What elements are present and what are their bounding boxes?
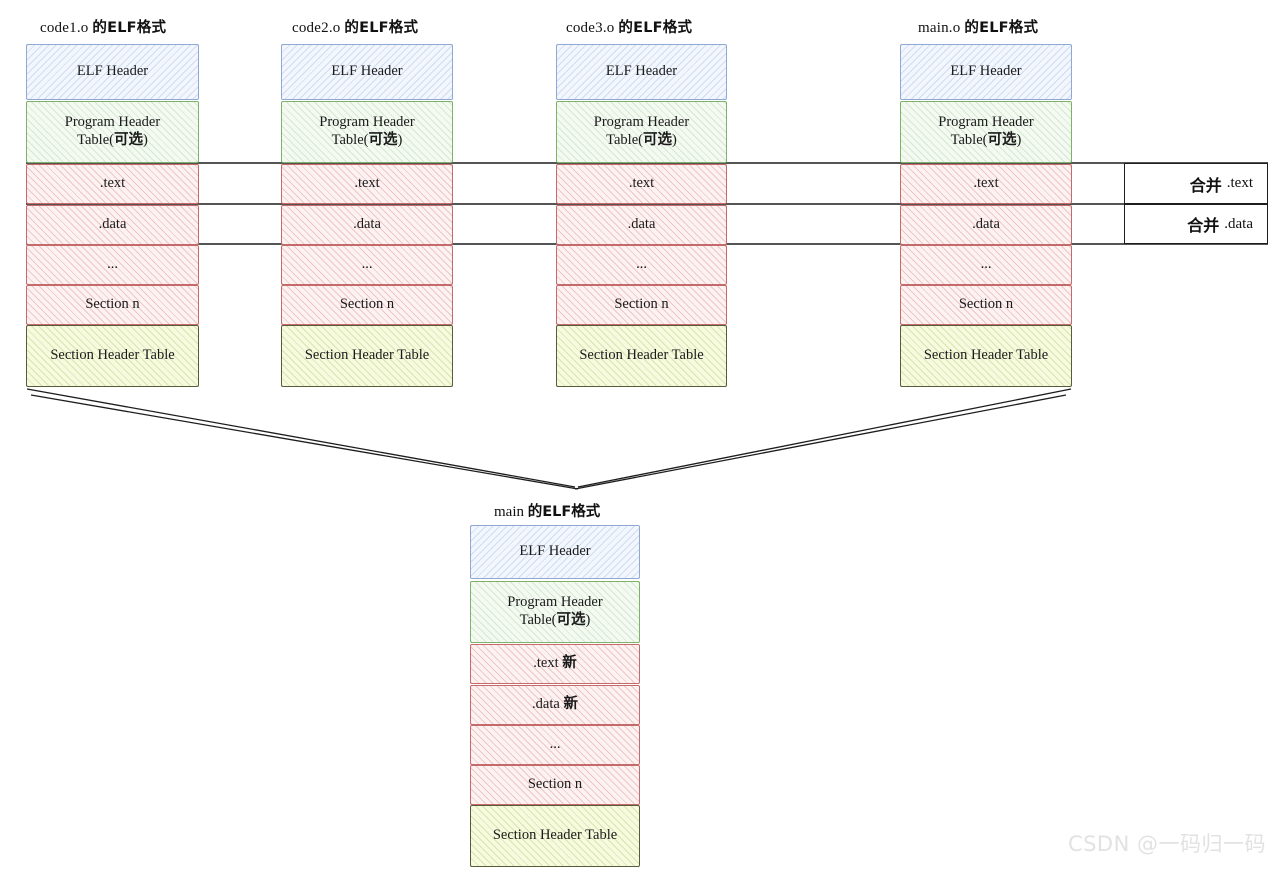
column-title-name: code2.o — [292, 20, 341, 36]
column-title-suffix: 的ELF格式 — [344, 20, 419, 36]
result-title-name: main — [494, 504, 524, 520]
segment-label: Section n — [85, 296, 140, 313]
merge-label-target: .data — [1224, 215, 1253, 232]
segment-data[interactable]: .data — [26, 205, 199, 245]
segment-label: .text — [354, 175, 380, 192]
segment-ellipsis[interactable]: ... — [26, 245, 199, 285]
segment-program-header-table[interactable]: Program Header Table(可选) — [470, 581, 640, 643]
segment-label: Program Header Table(可选) — [64, 114, 161, 148]
segment-program-header-table[interactable]: Program Header Table(可选) — [900, 101, 1072, 163]
segment-section-n[interactable]: Section n — [281, 285, 453, 325]
segment-label: .data — [98, 216, 127, 233]
column-title-name: code1.o — [40, 20, 89, 36]
elf-stack-code2: ELF Header Program Header Table(可选) .tex… — [281, 44, 453, 389]
segment-elf-header[interactable]: ELF Header — [281, 44, 453, 100]
segment-ellipsis[interactable]: ... — [281, 245, 453, 285]
segment-label: .text — [99, 175, 126, 192]
segment-section-n[interactable]: Section n — [900, 285, 1072, 325]
segment-label: Section Header Table — [579, 347, 704, 364]
segment-label: .data — [627, 216, 656, 233]
segment-label: ELF Header — [331, 63, 403, 80]
column-title-suffix: 的ELF格式 — [618, 20, 693, 36]
segment-label: ELF Header — [76, 63, 149, 80]
segment-ellipsis[interactable]: ... — [556, 245, 727, 285]
merge-annotation-text: 合并 .text — [1124, 163, 1268, 204]
segment-section-n[interactable]: Section n — [470, 765, 640, 805]
segment-section-n[interactable]: Section n — [26, 285, 199, 325]
segment-label: Section Header Table — [923, 347, 1049, 364]
result-title: main 的ELF格式 — [494, 500, 600, 521]
segment-label: Program Header Table(可选) — [507, 594, 603, 628]
column-title-name: code3.o — [566, 20, 615, 36]
segment-data-new[interactable]: .data 新 — [470, 685, 640, 725]
segment-label: .data — [972, 216, 1000, 233]
elf-stack-result-main: ELF Header Program Header Table(可选) .tex… — [470, 525, 640, 868]
segment-label: Section n — [527, 776, 583, 793]
merge-annotation-data: 合并 .data — [1124, 204, 1268, 244]
segment-label: ELF Header — [950, 63, 1022, 80]
segment-text-new[interactable]: .text 新 — [470, 644, 640, 684]
segment-label: Section n — [614, 296, 669, 313]
column-title-suffix: 的ELF格式 — [92, 20, 167, 36]
elf-stack-code3: ELF Header Program Header Table(可选) .tex… — [556, 44, 727, 389]
result-title-suffix: 的ELF格式 — [527, 504, 601, 520]
segment-label: ELF Header — [519, 543, 591, 560]
segment-label: .text — [628, 175, 655, 192]
segment-section-n[interactable]: Section n — [556, 285, 727, 325]
segment-label: ... — [636, 256, 647, 273]
segment-label: Program Header Table(可选) — [319, 114, 415, 148]
segment-elf-header[interactable]: ELF Header — [26, 44, 199, 100]
merge-label-cn: 合并 — [1187, 216, 1220, 235]
segment-data[interactable]: .data — [900, 205, 1072, 245]
segment-program-header-table[interactable]: Program Header Table(可选) — [281, 101, 453, 163]
segment-elf-header[interactable]: ELF Header — [556, 44, 727, 100]
segment-label: Section Header Table — [492, 827, 618, 844]
merge-label-cn: 合并 — [1189, 175, 1222, 195]
column-title-code3: code3.o 的ELF格式 — [566, 16, 692, 37]
segment-label: Section Header Table — [50, 347, 175, 364]
column-title-code2: code2.o 的ELF格式 — [292, 16, 418, 37]
segment-section-header-table[interactable]: Section Header Table — [26, 325, 199, 387]
segment-text[interactable]: .text — [556, 164, 727, 204]
segment-label: Section n — [958, 296, 1014, 313]
segment-text[interactable]: .text — [281, 164, 453, 204]
segment-section-header-table[interactable]: Section Header Table — [470, 805, 640, 867]
segment-label: .text 新 — [533, 655, 577, 672]
segment-label: ELF Header — [605, 63, 678, 80]
segment-program-header-table[interactable]: Program Header Table(可选) — [26, 101, 199, 163]
segment-section-header-table[interactable]: Section Header Table — [281, 325, 453, 387]
segment-section-header-table[interactable]: Section Header Table — [556, 325, 727, 387]
csdn-watermark: CSDN @一码归一码 — [1067, 832, 1266, 856]
segment-label: .data — [353, 216, 381, 233]
segment-text[interactable]: .text — [900, 164, 1072, 204]
merge-label-target: .text — [1226, 175, 1253, 191]
segment-section-header-table[interactable]: Section Header Table — [900, 325, 1072, 387]
segment-label: Section n — [339, 296, 395, 313]
segment-label: ... — [549, 736, 561, 753]
segment-ellipsis[interactable]: ... — [470, 725, 640, 765]
segment-ellipsis[interactable]: ... — [900, 245, 1072, 285]
convergence-connector — [26, 388, 1072, 490]
elf-stack-code1: ELF Header Program Header Table(可选) .tex… — [26, 44, 199, 389]
segment-label: ... — [980, 256, 992, 273]
segment-elf-header[interactable]: ELF Header — [470, 525, 640, 579]
column-title-code1: code1.o 的ELF格式 — [40, 16, 166, 37]
segment-data[interactable]: .data — [556, 205, 727, 245]
segment-text[interactable]: .text — [26, 164, 199, 204]
segment-label: .text — [973, 175, 999, 192]
segment-label: Program Header Table(可选) — [938, 114, 1034, 148]
segment-label: .data 新 — [532, 696, 578, 713]
elf-stack-main-o: ELF Header Program Header Table(可选) .tex… — [900, 44, 1072, 389]
column-title-main-o: main.o 的ELF格式 — [918, 16, 1038, 37]
segment-elf-header[interactable]: ELF Header — [900, 44, 1072, 100]
column-title-name: main.o — [918, 20, 961, 36]
segment-label: Program Header Table(可选) — [593, 114, 690, 148]
segment-label: ... — [107, 256, 118, 273]
segment-label: Section Header Table — [304, 347, 430, 364]
segment-label: ... — [361, 256, 373, 273]
segment-data[interactable]: .data — [281, 205, 453, 245]
segment-program-header-table[interactable]: Program Header Table(可选) — [556, 101, 727, 163]
column-title-suffix: 的ELF格式 — [964, 20, 1039, 36]
